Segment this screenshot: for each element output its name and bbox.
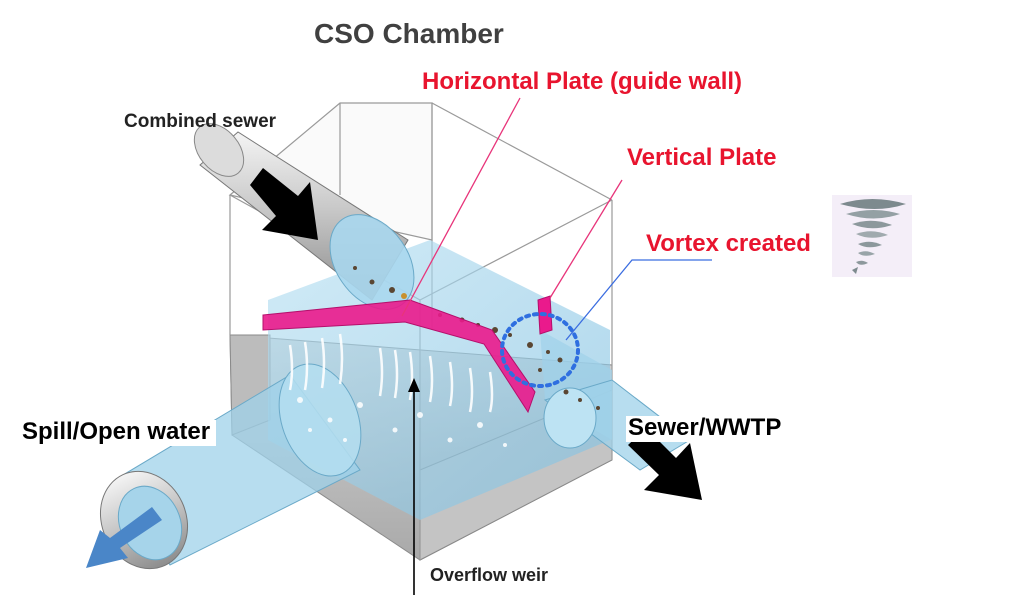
spill-arrow-icon [86,507,162,568]
sediment-particles [353,266,600,410]
horizontal-plate [262,299,536,414]
vortex-ring [500,312,580,388]
tornado-icon [832,195,912,277]
vortex-label: Vortex created [646,230,811,257]
bubbles [297,397,507,447]
inflow-arrow-icon [250,168,318,240]
outflow-arrow-icon [628,428,702,500]
spill-label: Spill/Open water [18,420,217,446]
overflow-weir-pointer [408,378,420,392]
horizontal-plate-label: Horizontal Plate (guide wall) [422,68,743,95]
spill-outlet-pipe [99,363,362,570]
vertical-plate-label: Vertical Plate [627,144,777,171]
diagram-title: CSO Chamber [314,18,504,49]
sewer-wwtp-label: Sewer/WWTP [626,416,786,442]
leader-lines [401,97,712,595]
overflow-waterfalls [288,333,494,413]
overflow-weir-label: Overflow weir [430,565,549,585]
combined-sewer-label: Combined sewer [124,111,277,132]
